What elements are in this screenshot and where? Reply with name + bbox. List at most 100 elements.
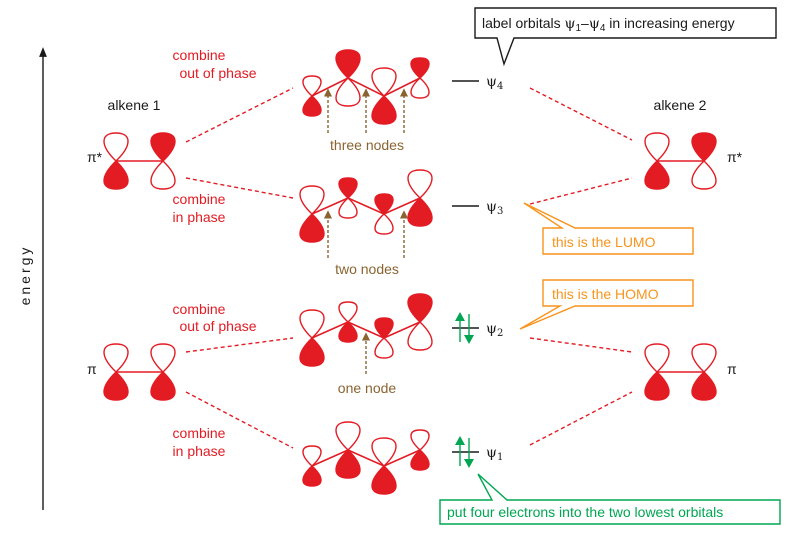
callout-top-dash: – [581, 15, 589, 31]
alkene2-pistar-p1-lower-lobe [644, 160, 670, 190]
alkene2-pistar-orbital [644, 132, 717, 190]
corr-line-a2-pi-psi2 [529, 337, 633, 353]
psi1-p4-upper-lobe [410, 429, 430, 451]
nodes-label-psi3: two nodes [335, 261, 399, 277]
combine-psi1-line1: combine [173, 425, 226, 441]
alkene2-title: alkene 2 [654, 97, 707, 113]
psi4-p4-lower-lobe [410, 77, 430, 99]
alkene2-pi-p1-upper-lobe [644, 343, 670, 373]
callout-top-box [474, 7, 777, 67]
combine-psi3-line2: in phase [173, 209, 226, 225]
psi4-p1-upper-lobe [302, 75, 322, 97]
combine-psi2-line2: out of phase [179, 318, 256, 334]
callout-homo-box [519, 279, 694, 330]
psi2-p4-upper-lobe [407, 293, 433, 323]
psi3-p2-lower-lobe [338, 197, 358, 219]
psi1-p1-upper-lobe [302, 445, 322, 467]
nodes-label-psi2: one node [338, 380, 397, 396]
combine-psi3-line1: combine [173, 191, 226, 207]
psi3-p1-lower-lobe [299, 213, 325, 243]
alkene2-pistar-p2-upper-lobe [691, 132, 717, 162]
electron-down-arrowhead-psi1 [464, 459, 474, 468]
alkene1-pi-p1-lower-lobe [103, 371, 129, 401]
alkene2-pi-label: π [727, 361, 737, 377]
corr-line-a2-pistar-psi3 [529, 177, 633, 205]
level-label-psi4: ψ4 [486, 74, 503, 92]
alkene1-pi-label: π [87, 361, 97, 377]
psi1-subscript: 1 [497, 452, 503, 463]
electrons-psi1 [455, 436, 474, 468]
alkene1-pistar-p1-lower-lobe [103, 160, 129, 190]
psi4-p4-upper-lobe [410, 57, 430, 79]
psi3-p3-upper-lobe [374, 193, 394, 215]
corr-line-a1-pi-psi2 [185, 337, 294, 353]
psi3-p2-upper-lobe [338, 177, 358, 199]
psi3-p1-upper-lobe [299, 185, 325, 215]
psi1-p3-upper-lobe [371, 437, 397, 467]
level-label-psi1: ψ1 [486, 445, 503, 463]
psi1-symbol: ψ [486, 445, 497, 461]
psi1-p2-upper-lobe [335, 421, 361, 451]
electron-down-arrowhead-psi2 [464, 335, 474, 344]
psi3-p4-lower-lobe [407, 197, 433, 227]
psi1-p2-lower-lobe [335, 449, 361, 479]
alkene1-pistar-p2-lower-lobe [150, 160, 176, 190]
psi3-p3-lower-lobe [374, 213, 394, 235]
psi3-symbol: ψ [486, 199, 497, 215]
correlation-lines [185, 87, 633, 449]
psi3-sigma-bonds [311, 197, 421, 215]
alkene1-pi-p2-lower-lobe [150, 371, 176, 401]
psi2-sigma-bonds [311, 321, 421, 339]
psi2-orbital [299, 293, 433, 367]
node-arrows [323, 88, 409, 374]
psi2-p1-lower-lobe [299, 337, 325, 367]
psi2-p2-lower-lobe [338, 321, 358, 343]
electron-up-arrowhead-psi1 [455, 436, 465, 445]
psi4-sigma-bonds [311, 77, 421, 97]
alkene2-pi-p1-lower-lobe [644, 371, 670, 401]
psi4-p2-upper-lobe [335, 49, 361, 79]
callout-top-psi-b: ψ [589, 16, 600, 32]
callout-top-text: label orbitals ψ1–ψ4 in increasing energ… [482, 15, 735, 34]
psi4-p2-lower-lobe [335, 77, 361, 107]
corr-line-a1-pistar-psi4 [185, 87, 294, 143]
psi2-p3-upper-lobe [374, 317, 394, 339]
psi2-p1-upper-lobe [299, 309, 325, 339]
electron-up-arrowhead-psi2 [455, 312, 465, 321]
energy-axis-label: energy [17, 245, 33, 306]
combine-psi2-line1: combine [173, 301, 226, 317]
energy-levels [452, 80, 479, 453]
alkene1-pi-p1-upper-lobe [103, 343, 129, 373]
alkene2-pistar-p1-upper-lobe [644, 132, 670, 162]
alkene2-pistar-p2-lower-lobe [691, 160, 717, 190]
combine-psi4-line1: combine [173, 47, 226, 63]
alkene1-pistar-label: π* [87, 149, 103, 165]
callout-electrons-text: put four electrons into the two lowest o… [447, 504, 723, 520]
psi3-orbital [299, 169, 433, 243]
alkene1-pistar-p2-upper-lobe [150, 132, 176, 162]
corr-line-a2-pi-psi1 [529, 391, 633, 446]
psi1-p3-lower-lobe [371, 465, 397, 495]
psi4-subscript: 4 [497, 81, 503, 92]
psi2-symbol: ψ [486, 321, 497, 337]
psi1-p4-lower-lobe [410, 449, 430, 471]
alkene1-pistar-p1-upper-lobe [103, 132, 129, 162]
psi4-symbol: ψ [486, 74, 497, 90]
callout-electrons-box [439, 473, 781, 525]
callout-top-pre: label orbitals [482, 15, 565, 31]
psi1-orbital [302, 421, 430, 495]
psi4-p3-lower-lobe [371, 95, 397, 125]
psi2-subscript: 2 [497, 328, 503, 339]
callout-top-sub-b: 4 [600, 23, 606, 34]
corr-line-a2-pistar-psi4 [529, 87, 633, 141]
psi3-subscript: 3 [497, 206, 503, 217]
psi4-p1-lower-lobe [302, 95, 322, 117]
callout-top-post: in increasing energy [605, 15, 734, 31]
psi2-p4-lower-lobe [407, 321, 433, 351]
electrons-psi2 [455, 312, 474, 344]
alkene1-pistar-orbital [103, 132, 176, 190]
callout-top-sub-a: 1 [575, 23, 581, 34]
psi1-sigma-bonds [311, 449, 421, 467]
combine-psi4-line2: out of phase [179, 65, 256, 81]
